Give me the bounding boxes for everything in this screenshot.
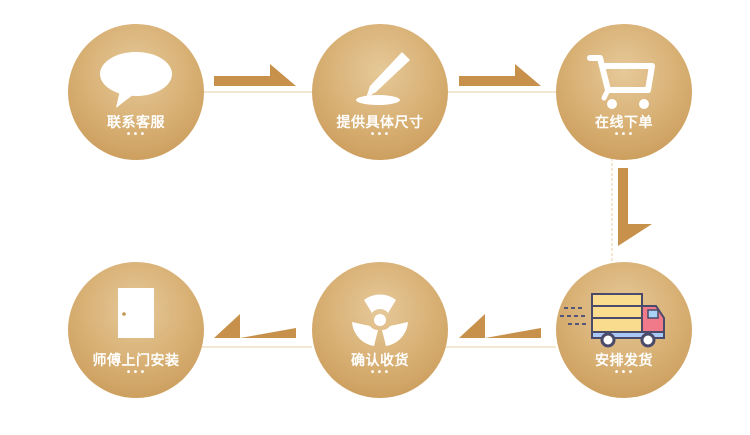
shopping-cart-icon — [587, 55, 655, 109]
step-label: 确认收货 — [351, 353, 409, 369]
step-label: 提供具体尺寸 — [336, 115, 424, 131]
door-icon — [118, 288, 154, 338]
step-arrange-delivery: 安排发货 ••• — [556, 262, 692, 398]
pen-icon — [356, 52, 410, 105]
step-dots: ••• — [369, 367, 391, 378]
radiation-icon — [352, 294, 408, 346]
step-label: 联系客服 — [107, 115, 165, 131]
speech-bubble-icon — [100, 52, 172, 108]
step-order-online: 在线下单 ••• — [556, 24, 692, 160]
step-provide-size: 提供具体尺寸 ••• — [312, 24, 448, 160]
step-dots: ••• — [125, 129, 147, 140]
arrow-left-1 — [459, 314, 541, 338]
step-dots: ••• — [613, 367, 635, 378]
arrow-left-2 — [214, 314, 296, 338]
step-contact-service: 联系客服 ••• — [68, 24, 204, 160]
step-label: 安排发货 — [595, 353, 653, 369]
arrow-down — [618, 168, 652, 246]
step-label: 在线下单 — [595, 115, 653, 131]
step-dots: ••• — [125, 367, 147, 378]
step-installation: 师傅上门安装 ••• — [68, 262, 204, 398]
arrow-right-1 — [214, 64, 296, 86]
delivery-truck-icon — [560, 293, 665, 348]
step-confirm-receipt: 确认收货 ••• — [312, 262, 448, 398]
step-label: 师傅上门安装 — [92, 353, 180, 369]
step-dots: ••• — [369, 129, 391, 140]
step-dots: ••• — [613, 129, 635, 140]
arrow-right-2 — [459, 64, 541, 86]
